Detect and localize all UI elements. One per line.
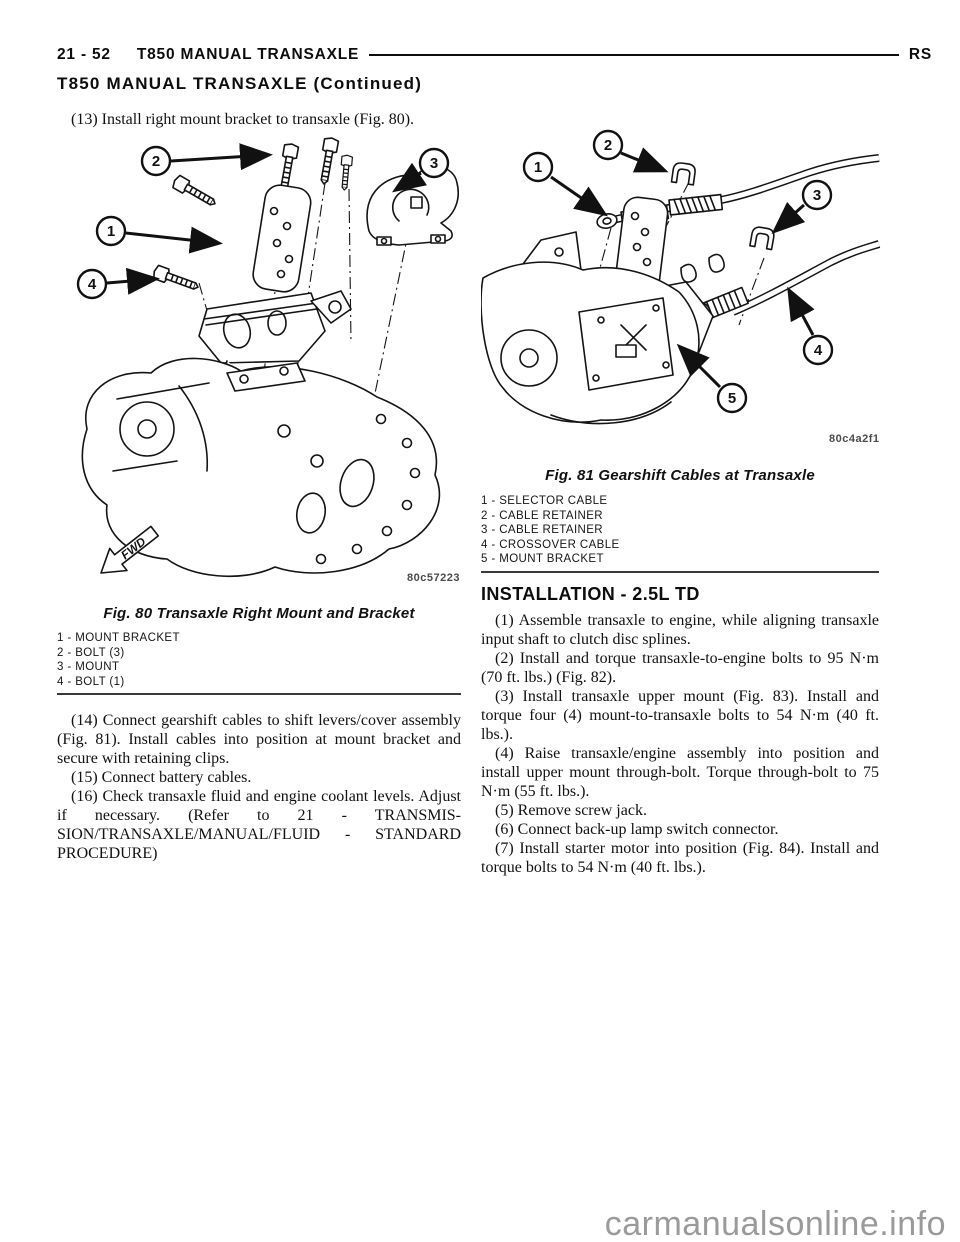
legend-item: 2 - CABLE RETAINER bbox=[481, 509, 604, 522]
figure-80-illustration: FWD 2 3 1 4 80c57223 bbox=[76, 136, 459, 584]
watermark: carmanualsonline.info bbox=[604, 1205, 946, 1242]
step-5: (5) Remove screw jack. bbox=[495, 801, 647, 819]
legend-divider bbox=[481, 570, 879, 573]
fig81-clip-2 bbox=[670, 161, 697, 186]
fig80-image-code: 80c57223 bbox=[407, 572, 459, 584]
legend-item: 5 - MOUNT BRACKET bbox=[481, 553, 604, 565]
legend-item: 1 - MOUNT BRACKET bbox=[57, 632, 180, 644]
header-edition-code: RS bbox=[908, 46, 932, 63]
figure-80-legend: 1 - MOUNT BRACKET 2 - BOLT (3) 3 - MOUNT… bbox=[57, 631, 461, 689]
svg-text:1: 1 bbox=[107, 223, 115, 240]
step-13: (13) Install right mount bracket to tran… bbox=[71, 111, 415, 128]
legend-item: 2 - BOLT (3) bbox=[57, 646, 125, 659]
step-1: (1) Assemble transaxle to engine, while … bbox=[481, 611, 879, 648]
legend-item: 4 - CROSSOVER CABLE bbox=[481, 538, 620, 551]
step-3: (3) Install transaxle upper mount (Fig. … bbox=[481, 687, 879, 743]
step-2: (2) Install and torque transaxle-to-engi… bbox=[481, 649, 879, 686]
legend-item: 3 - MOUNT bbox=[57, 661, 120, 673]
fig80-bracket bbox=[198, 184, 352, 409]
figure-81-legend: 1 - SELECTOR CABLE 2 - CABLE RETAINER 3 … bbox=[481, 494, 879, 567]
fig81-clip-3 bbox=[749, 225, 776, 251]
installation-heading: INSTALLATION - 2.5L TD bbox=[481, 583, 700, 604]
right-column: 1 2 3 4 5 80c4a2f1 Fig. 81 Gearshift Cab… bbox=[481, 118, 881, 877]
fig81-callout-4: 4 bbox=[802, 334, 834, 366]
step-15: (15) Connect battery cables. bbox=[71, 769, 252, 786]
fig80-callout-4: 4 bbox=[76, 268, 108, 300]
step-7: (7) Install starter motor into position … bbox=[481, 839, 879, 876]
svg-text:2: 2 bbox=[604, 137, 612, 154]
figure-81-illustration: 1 2 3 4 5 80c4a2f1 bbox=[481, 129, 881, 445]
fig81-crossover-cable bbox=[696, 240, 881, 322]
figure-80: FWD 2 3 1 4 80c57223 Fig. 80 Transaxle R… bbox=[57, 131, 461, 695]
figure-81: 1 2 3 4 5 80c4a2f1 Fig. 81 Gearshift Cab… bbox=[481, 120, 881, 573]
page-number: 21 - 52 bbox=[57, 46, 111, 63]
page-header: 21 - 52 T850 MANUAL TRANSAXLE RS bbox=[57, 46, 932, 64]
fig81-callout-1: 1 bbox=[522, 151, 554, 183]
svg-text:5: 5 bbox=[728, 390, 736, 407]
fig80-mount bbox=[366, 165, 459, 246]
continued-title: T850 MANUAL TRANSAXLE (Continued) bbox=[57, 74, 423, 93]
legend-item: 4 - BOLT (1) bbox=[57, 675, 125, 688]
step-4: (4) Raise transaxle/engine assembly into… bbox=[481, 744, 879, 800]
figure-81-caption: Fig. 81 Gearshift Cables at Transaxle bbox=[545, 467, 815, 484]
svg-text:4: 4 bbox=[88, 276, 97, 293]
legend-divider bbox=[57, 693, 461, 695]
fig81-callout-3: 3 bbox=[801, 179, 833, 211]
step-16: (16) Check transaxle fluid and engine co… bbox=[57, 788, 461, 862]
svg-text:2: 2 bbox=[152, 153, 160, 170]
step-14: (14) Connect gearshift cables to shift l… bbox=[57, 712, 461, 767]
fig81-transaxle bbox=[481, 261, 700, 425]
header-section-title: T850 MANUAL TRANSAXLE bbox=[136, 46, 360, 63]
svg-text:4: 4 bbox=[814, 342, 823, 359]
step-6: (6) Connect back-up lamp switch connecto… bbox=[495, 820, 779, 838]
svg-text:3: 3 bbox=[813, 187, 821, 204]
svg-text:1: 1 bbox=[534, 159, 542, 176]
fig81-callout-5: 5 bbox=[716, 382, 748, 414]
legend-item: 3 - CABLE RETAINER bbox=[481, 524, 604, 536]
figure-80-caption: Fig. 80 Transaxle Right Mount and Bracke… bbox=[103, 605, 415, 622]
left-column: (13) Install right mount bracket to tran… bbox=[57, 110, 461, 863]
fig81-image-code: 80c4a2f1 bbox=[829, 433, 880, 445]
fig80-callout-2: 2 bbox=[140, 145, 172, 177]
header-rule bbox=[369, 54, 899, 56]
svg-text:3: 3 bbox=[430, 155, 438, 172]
legend-item: 1 - SELECTOR CABLE bbox=[481, 495, 608, 507]
fig80-callout-1: 1 bbox=[95, 215, 127, 247]
fig80-callout-3: 3 bbox=[418, 147, 450, 179]
fig81-callout-2: 2 bbox=[592, 129, 624, 161]
